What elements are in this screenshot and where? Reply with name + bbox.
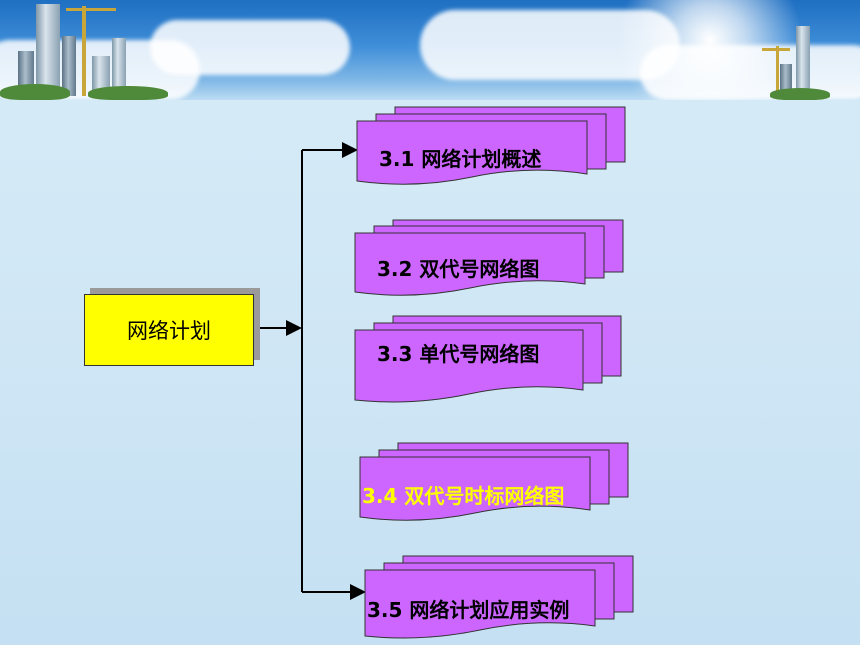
cloud — [150, 20, 350, 75]
tree — [0, 84, 70, 100]
tree — [770, 88, 830, 100]
node-3-2: 3.2 双代号网络图 — [354, 219, 625, 300]
building — [112, 38, 126, 96]
multi-document-shape — [364, 555, 634, 639]
node-label: 3.3 单代号网络图 — [377, 342, 540, 366]
building — [796, 26, 810, 96]
node-label: 3.4 双代号时标网络图 — [362, 484, 565, 508]
node-3-3: 3.3 单代号网络图 — [354, 315, 623, 408]
header-banner — [0, 0, 860, 100]
node-label: 3.2 双代号网络图 — [377, 257, 540, 281]
crane — [66, 8, 116, 11]
building — [62, 36, 76, 96]
node-3-4: 3.4 双代号时标网络图 — [359, 442, 630, 525]
crane — [82, 6, 86, 96]
multi-document-shape — [354, 315, 622, 403]
root-label: 网络计划 — [127, 319, 211, 343]
node-3-5: 3.5 网络计划应用实例 — [364, 555, 635, 640]
tree — [88, 86, 168, 100]
node-label: 3.1 网络计划概述 — [379, 147, 542, 171]
cloud — [420, 10, 680, 80]
multi-document-shape — [354, 219, 624, 296]
node-3-1: 3.1 网络计划概述 — [356, 106, 627, 189]
building — [92, 56, 110, 96]
crane — [762, 48, 790, 51]
multi-document-shape — [359, 442, 629, 521]
root-node: 网络计划 — [84, 294, 254, 366]
node-label: 3.5 网络计划应用实例 — [367, 598, 570, 622]
building — [36, 4, 60, 96]
multi-document-shape — [356, 106, 626, 185]
crane — [776, 46, 779, 96]
